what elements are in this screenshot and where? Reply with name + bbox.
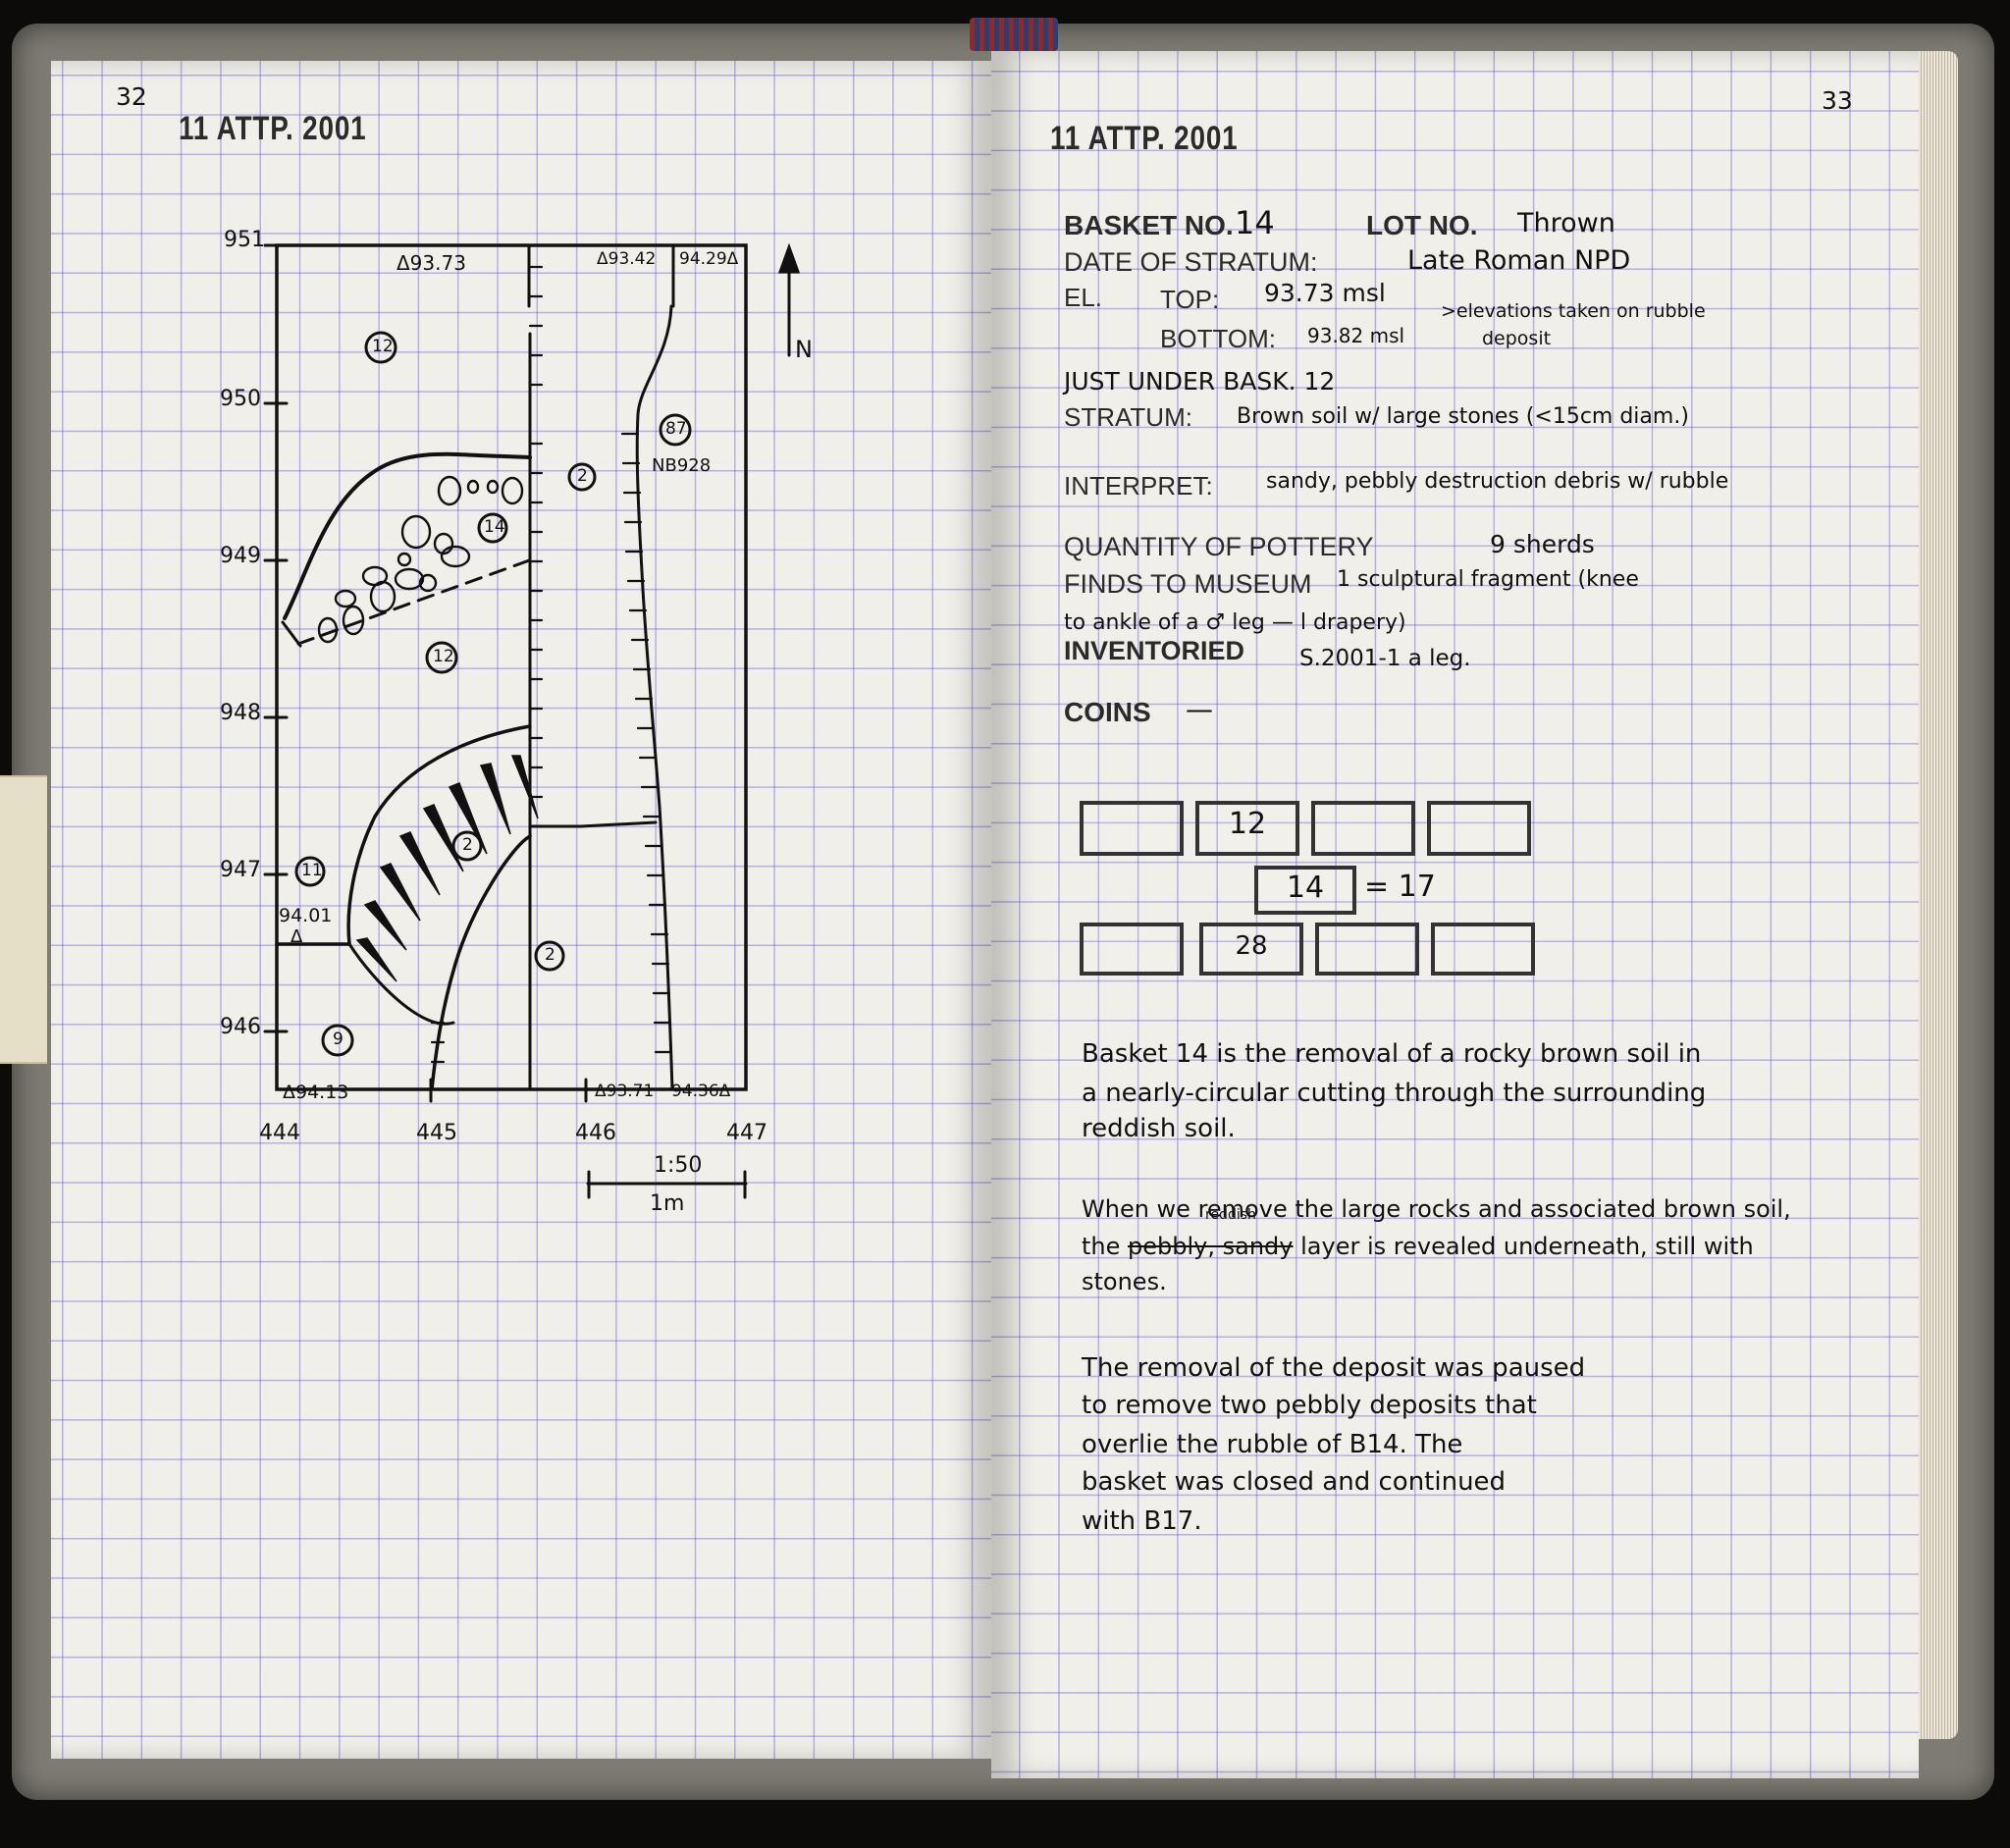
left-page-number: 32 — [116, 82, 147, 111]
right-date-stamp: 11 ATTP. 2001 — [1050, 120, 1239, 157]
basket-marker: 12 — [372, 337, 394, 356]
left-date-stamp: 11 ATTP. 2001 — [179, 110, 367, 147]
note-line: the pebbly, sandy layer is revealed unde… — [1082, 1227, 1754, 1266]
el-label: EL. — [1064, 283, 1103, 312]
basket-equals: = 17 — [1364, 870, 1436, 904]
elevation-note: >elevations taken on rubble — [1441, 300, 1706, 322]
note-text: the — [1082, 1233, 1121, 1260]
basket-box: 28 — [1199, 923, 1303, 976]
elevation-label: 94.01 — [279, 905, 333, 926]
bookmark-ribbon — [0, 775, 47, 1064]
basket-label: BASKET NO. — [1064, 210, 1234, 240]
struck-text: pebbly, sandy — [1128, 1233, 1294, 1260]
nb-label: NB928 — [652, 455, 712, 476]
northing-label: 946 — [220, 1015, 261, 1039]
note-line: to remove two pebbly deposits that — [1082, 1391, 1537, 1420]
note-text: layer is revealed underneath, still with — [1300, 1233, 1754, 1260]
note-line: overlie the rubble of B14. The — [1082, 1430, 1463, 1459]
note-line: stones. — [1082, 1268, 1167, 1295]
elevation-label: 94.36Δ — [671, 1082, 731, 1101]
scale-ratio: 1:50 — [654, 1153, 703, 1178]
north-label: N — [795, 336, 813, 363]
museum-value: 1 sculptural fragment (knee — [1337, 567, 1639, 592]
date-label: DATE OF STRATUM: — [1064, 247, 1318, 277]
basket-value: 14 — [1235, 204, 1275, 241]
note-line: When we remove the large rocks and assoc… — [1082, 1195, 1791, 1223]
basket-marker: 87 — [665, 419, 687, 439]
headband — [970, 18, 1058, 51]
basket-box — [1431, 923, 1535, 976]
just-under: JUST UNDER BASK. 12 — [1064, 367, 1336, 396]
top-label: TOP: — [1160, 285, 1220, 314]
easting-label: 446 — [575, 1121, 616, 1145]
northing-label: 949 — [220, 544, 261, 568]
museum-value: to ankle of a ♂ leg — l drapery) — [1064, 610, 1406, 635]
basket-box — [1080, 801, 1184, 856]
stratum-label: STRATUM: — [1064, 402, 1192, 432]
easting-label: 447 — [726, 1121, 767, 1145]
elevation-note: deposit — [1482, 328, 1552, 349]
note-line: basket was closed and continued — [1082, 1467, 1507, 1497]
coins-label: COINS — [1064, 697, 1151, 727]
pottery-value: 9 sherds — [1490, 530, 1595, 558]
elevation-label: 94.29Δ — [679, 249, 739, 269]
note-line: Basket 14 is the removal of a rocky brow… — [1082, 1039, 1702, 1069]
elevation-label: Δ93.42 — [597, 249, 657, 269]
basket-marker: 12 — [433, 647, 454, 666]
basket-box — [1080, 923, 1184, 976]
basket-marker: 11 — [301, 861, 323, 880]
northing-label: 951 — [224, 228, 265, 252]
right-page: 33 11 ATTP. 2001 BASKET NO. 14 LOT NO. T… — [991, 51, 1919, 1778]
elevation-symbol: Δ — [291, 926, 303, 947]
coins-value: — — [1186, 693, 1213, 725]
note-line: The removal of the deposit was paused — [1082, 1353, 1586, 1383]
note-insertion: reddish — [1205, 1207, 1256, 1223]
interpret-value: sandy, pebbly destruction debris w/ rubb… — [1266, 469, 1729, 494]
basket-marker: 2 — [545, 945, 555, 965]
excavation-plan — [263, 242, 801, 1199]
stratum-value: Brown soil w/ large stones (<15cm diam.) — [1237, 404, 1689, 429]
northing-label: 948 — [220, 701, 261, 725]
basket-box — [1315, 923, 1419, 976]
northing-label: 950 — [220, 387, 261, 411]
note-line: a nearly-circular cutting through the su… — [1082, 1079, 1707, 1108]
bottom-label: BOTTOM: — [1160, 324, 1276, 353]
inventoried-label: INVENTORIED — [1064, 636, 1245, 665]
elevation-label: Δ94.13 — [283, 1082, 349, 1103]
basket-marker: 2 — [462, 835, 473, 855]
basket-marker: 9 — [333, 1030, 344, 1049]
interpret-label: INTERPRET: — [1064, 471, 1213, 501]
page-edges — [1919, 51, 1958, 1739]
northing-label: 947 — [220, 858, 261, 882]
basket-marker: 2 — [577, 466, 588, 486]
basket-box: 12 — [1195, 801, 1299, 856]
top-value: 93.73 msl — [1264, 279, 1386, 307]
left-page: 32 11 ATTP. 2001 — [51, 61, 991, 1759]
pottery-label: QUANTITY OF POTTERY — [1064, 532, 1374, 561]
basket-box — [1427, 801, 1531, 856]
lot-value: Thrown — [1517, 208, 1615, 238]
right-page-number: 33 — [1822, 86, 1853, 115]
lot-label: LOT NO. — [1366, 210, 1478, 240]
bottom-value: 93.82 msl — [1307, 324, 1405, 347]
basket-marker: 14 — [484, 517, 505, 537]
scale-length: 1m — [650, 1191, 685, 1216]
museum-label: FINDS TO MUSEUM — [1064, 569, 1312, 599]
easting-label: 445 — [416, 1121, 457, 1145]
elevation-label: Δ93.73 — [397, 251, 466, 275]
basket-box — [1311, 801, 1415, 856]
inventoried-value: S.2001-1 a leg. — [1299, 646, 1471, 671]
note-line: with B17. — [1082, 1506, 1202, 1536]
elevation-label: Δ93.71 — [595, 1082, 655, 1101]
basket-box-current: 14 — [1254, 866, 1356, 915]
note-line: reddish soil. — [1082, 1114, 1236, 1143]
easting-label: 444 — [259, 1121, 300, 1145]
date-value: Late Roman NPD — [1407, 245, 1631, 276]
